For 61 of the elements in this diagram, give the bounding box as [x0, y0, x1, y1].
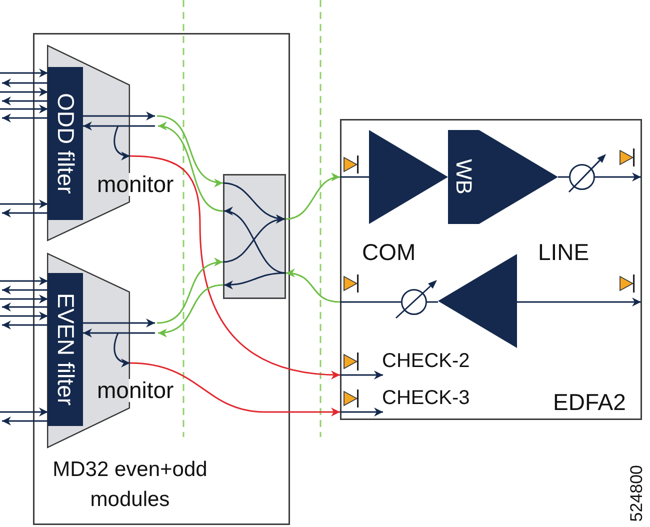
port-label: CHECK-2	[382, 351, 470, 371]
arrow	[0, 408, 48, 416]
section-label: WB	[452, 159, 474, 195]
arrow	[158, 123, 224, 212]
arrow	[83, 122, 155, 130]
arrow	[83, 112, 155, 120]
arrow	[0, 200, 48, 208]
arrow	[0, 104, 48, 114]
unit-name: EDFA2	[553, 390, 626, 414]
arrow	[2, 286, 48, 294]
amplifier-unit-outline	[340, 119, 642, 420]
arrow	[286, 174, 340, 220]
arrow	[0, 88, 48, 96]
arrow	[83, 318, 155, 328]
section-bar	[448, 130, 479, 224]
arrow	[286, 269, 340, 303]
arrow	[595, 172, 641, 182]
filter-bar	[48, 273, 83, 426]
arrow	[2, 96, 48, 106]
arrow	[0, 276, 48, 286]
arrow	[114, 332, 130, 367]
arrow	[0, 312, 48, 320]
arrow	[158, 284, 224, 337]
port-label: CHECK-3	[382, 388, 470, 408]
arrow	[340, 370, 383, 380]
arrow	[83, 328, 155, 338]
port-label: monitor	[97, 173, 174, 196]
arrow	[2, 208, 48, 218]
filter-name: EVEN filter	[54, 293, 77, 406]
connector-line	[558, 176, 569, 178]
arrow	[2, 320, 48, 330]
attenuator-circle	[401, 289, 427, 315]
amplifier-triangle	[369, 130, 448, 224]
port-label: monitor	[97, 378, 174, 402]
figure-number: 524800	[628, 465, 645, 522]
connector-line	[340, 176, 369, 178]
arrow	[114, 126, 130, 160]
arrow	[517, 298, 641, 306]
arrow	[2, 114, 48, 122]
arrow	[130, 155, 340, 380]
arrow	[130, 362, 340, 416]
coupler-box	[223, 174, 286, 299]
arrow	[2, 302, 48, 312]
amplifier-triangle	[479, 130, 558, 224]
arrow	[156, 115, 224, 186]
amplifier-triangle	[438, 254, 517, 348]
connector-line	[340, 301, 401, 303]
arrow	[0, 294, 48, 304]
filter-bar	[48, 67, 83, 220]
filter-name: ODD filter	[54, 93, 77, 194]
attenuator-circle	[569, 164, 595, 190]
port-label: LINE	[538, 240, 590, 264]
arrow	[156, 258, 224, 324]
port-label: COM	[362, 240, 416, 264]
arrow	[0, 68, 48, 78]
module-outline	[33, 33, 290, 525]
module-name: MD32 even+odd modules	[52, 456, 208, 513]
arrow	[2, 416, 48, 426]
arrow	[340, 408, 383, 416]
connector-line	[427, 301, 438, 303]
arrow	[2, 78, 48, 88]
